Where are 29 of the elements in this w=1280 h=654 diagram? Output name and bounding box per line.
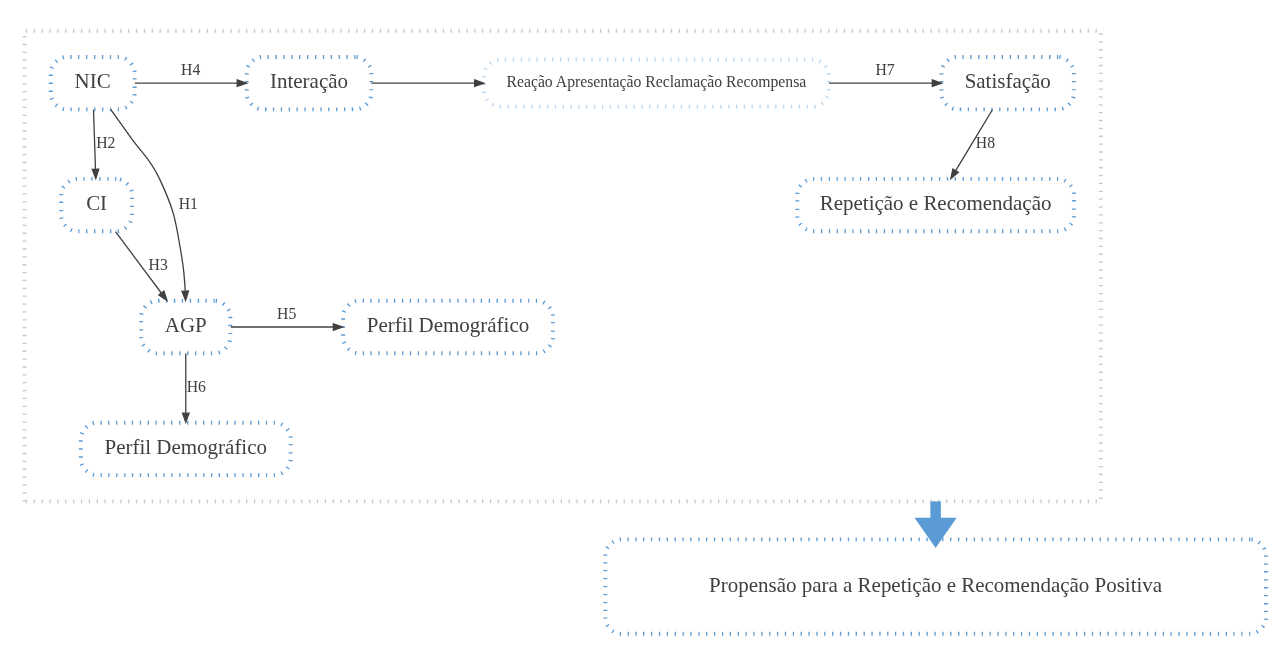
edge-label: H5 <box>277 304 297 322</box>
arrow <box>949 109 994 181</box>
edge-label: H6 <box>186 378 206 396</box>
edge-label: H2 <box>96 134 116 152</box>
arrow <box>828 79 944 88</box>
arrow <box>370 79 486 88</box>
node-box: Reação Apresentação Reclamação Recompensa <box>482 57 831 109</box>
node-box: Perfil Demográfico <box>341 298 555 356</box>
arrow <box>914 501 957 548</box>
edge-label: H8 <box>975 134 996 152</box>
node-box: Perfil Demográfico <box>78 420 293 478</box>
arrow <box>181 352 190 425</box>
cluster <box>22 28 1103 504</box>
node-box: Satisfação <box>939 55 1076 112</box>
arrow <box>134 79 249 88</box>
arrow <box>110 108 190 303</box>
node-box: AGP <box>139 298 233 356</box>
edge-label: H7 <box>875 60 895 78</box>
node-box: Repetição e Recomendação <box>795 176 1076 234</box>
node-box: CI <box>59 176 134 234</box>
arrow <box>230 322 345 332</box>
node-box: Interação <box>244 55 374 112</box>
edge-label: H4 <box>181 60 201 78</box>
edge-label: H1 <box>178 195 198 213</box>
node-box: Propensão para a Repetição e Recomendação Positiva <box>603 537 1268 636</box>
node-box: NIC <box>48 55 137 112</box>
arrow <box>114 231 169 303</box>
arrow <box>91 109 100 181</box>
edge-label: H3 <box>148 256 168 274</box>
